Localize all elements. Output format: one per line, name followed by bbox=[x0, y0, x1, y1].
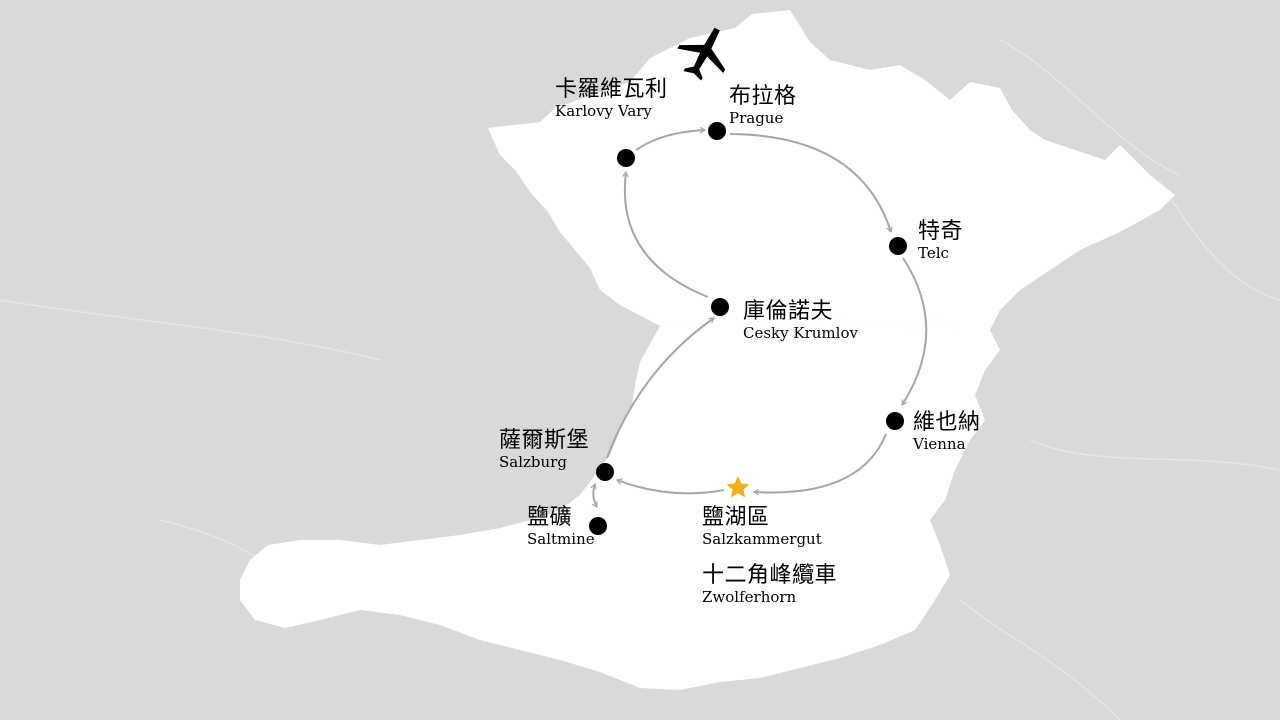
stop-name-en: Salzburg bbox=[499, 453, 567, 471]
stop-name-zh: 十二角峰纜車 bbox=[702, 563, 838, 588]
marker-karlovy-vary bbox=[617, 149, 635, 167]
label-cesky-krumlov: 庫倫諾夫 Cesky Krumlov bbox=[743, 301, 858, 341]
stop-name-zh: 薩爾斯堡 bbox=[499, 428, 590, 453]
stop-name-en: Karlovy Vary bbox=[555, 102, 652, 120]
stop-name-en: Zwolferhorn bbox=[702, 588, 797, 606]
star-icon bbox=[726, 476, 750, 498]
neighbour-borders bbox=[0, 39, 1280, 720]
stop-name-en: Saltmine bbox=[527, 530, 595, 548]
label-prague: 布拉格 Prague bbox=[729, 86, 797, 126]
route-salzburg-saltmine bbox=[590, 482, 598, 508]
stop-name-en: Telc bbox=[918, 244, 949, 262]
route-telc-to-vienna bbox=[901, 257, 928, 406]
marker-salzburg bbox=[596, 463, 614, 481]
route-lines bbox=[590, 126, 928, 508]
marker-prague bbox=[708, 122, 726, 140]
airplane-icon bbox=[677, 27, 726, 81]
label-saltmine: 鹽礦 Saltmine bbox=[527, 507, 595, 547]
marker-saltmine bbox=[589, 517, 607, 535]
label-karlovy-vary: 卡羅維瓦利 Karlovy Vary bbox=[555, 79, 668, 119]
stop-name-zh: 鹽礦 bbox=[527, 505, 573, 530]
stop-name-zh: 特奇 bbox=[918, 219, 964, 244]
route-karlovy-to-prague bbox=[635, 126, 707, 151]
marker-cesky-krumlov bbox=[711, 298, 729, 316]
route-salzburg-to-krumlov bbox=[606, 317, 715, 459]
stop-markers bbox=[589, 122, 907, 535]
austria-land bbox=[240, 318, 1000, 690]
label-vienna: 維也納 Vienna bbox=[913, 412, 981, 452]
marker-telc bbox=[889, 237, 907, 255]
stop-name-zh: 維也納 bbox=[913, 410, 981, 435]
stop-name-zh: 布拉格 bbox=[729, 84, 797, 109]
czech-republic-land bbox=[488, 10, 1175, 330]
route-salzkammergut-to-salzburg bbox=[615, 478, 725, 495]
label-telc: 特奇 Telc bbox=[918, 221, 963, 261]
stop-name-zh: 卡羅維瓦利 bbox=[555, 77, 668, 102]
route-prague-to-telc bbox=[729, 133, 893, 234]
marker-vienna bbox=[886, 412, 904, 430]
label-salzburg: 薩爾斯堡 Salzburg bbox=[499, 430, 589, 470]
stop-name-zh: 鹽湖區 bbox=[702, 505, 770, 530]
route-vienna-to-salzkammergut bbox=[752, 433, 887, 496]
stop-name-en: Cesky Krumlov bbox=[743, 324, 858, 342]
label-salzkammergut: 鹽湖區 Salzkammergut bbox=[702, 507, 822, 547]
stop-name-zh: 庫倫諾夫 bbox=[743, 299, 834, 324]
route-krumlov-to-karlovy bbox=[622, 170, 709, 298]
stop-name-en: Salzkammergut bbox=[702, 530, 822, 548]
stop-name-en: Vienna bbox=[913, 435, 966, 453]
label-zwolferhorn: 十二角峰纜車 Zwolferhorn bbox=[702, 565, 837, 605]
stop-name-en: Prague bbox=[729, 109, 784, 127]
